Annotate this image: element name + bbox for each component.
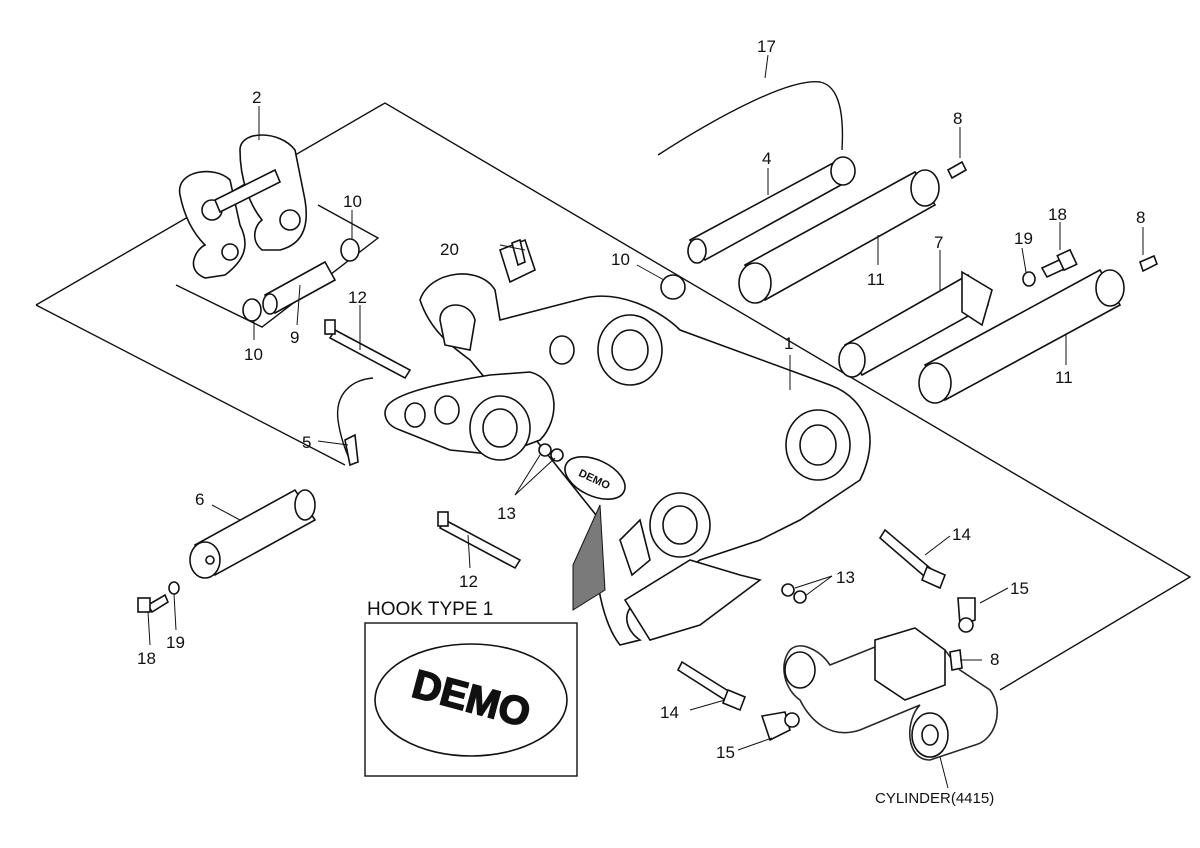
callout-18-right: 18	[1048, 205, 1067, 224]
callout-13-left: 13	[497, 504, 516, 523]
callout-15-upper: 15	[1010, 579, 1029, 598]
callout-4: 4	[762, 149, 771, 168]
part-13-nut-d	[793, 590, 807, 604]
callout-15-lower: 15	[716, 743, 735, 762]
body-logo-plate: DEMO	[564, 456, 626, 500]
leader-lines	[147, 54, 1144, 789]
callout-12-upper: 12	[348, 288, 367, 307]
inset-logo-oval	[374, 643, 568, 757]
part-14-hose-upper	[878, 528, 947, 590]
hook-type-1-inset-title: HOOK TYPE 1	[367, 599, 493, 620]
part-5-pin	[344, 433, 359, 467]
part-11-pin-upper	[738, 169, 940, 304]
part-18-bolt-left	[137, 593, 170, 614]
callout-1: 1	[784, 334, 793, 353]
part-14-hose-lower	[676, 660, 747, 712]
callout-2: 2	[252, 88, 261, 107]
part-8-grease-nipple-cylinder	[949, 649, 963, 671]
part-6-pin	[189, 488, 317, 579]
part-13-nut-a	[538, 443, 552, 457]
callout-12-lower: 12	[459, 572, 478, 591]
callout-8-cylinder: 8	[990, 650, 999, 669]
part-8-grease-nipple-upper	[946, 160, 968, 180]
cylinder-assembly	[783, 627, 999, 761]
part-19-washer-right	[1022, 271, 1036, 287]
callout-10-top: 10	[343, 192, 362, 211]
part-19-washer-left	[168, 581, 180, 595]
callout-19-left: 19	[166, 633, 185, 652]
callout-11-lower: 11	[1055, 368, 1073, 387]
part-1-main-body	[384, 273, 871, 646]
callout-20: 20	[440, 240, 459, 259]
part-17-cable	[657, 81, 844, 156]
part-13-nut-c	[781, 583, 795, 597]
part-15-fitting-upper	[957, 597, 976, 633]
callout-7: 7	[934, 233, 943, 252]
warning-sheet	[572, 504, 606, 611]
callout-14-upper: 14	[952, 525, 971, 544]
part-10-ring-c	[660, 274, 686, 300]
callout-8-right: 8	[1136, 208, 1145, 227]
callout-10-mid: 10	[611, 250, 630, 269]
part-7-pin	[838, 270, 993, 378]
callout-9: 9	[290, 328, 299, 347]
part-2-hook	[178, 134, 307, 279]
part-15-fitting-lower	[760, 711, 800, 742]
callout-6: 6	[195, 490, 204, 509]
part-18-bolt-right	[1040, 248, 1078, 279]
part-12-bolt-lower	[437, 511, 522, 570]
part-10-ring-a	[340, 238, 360, 262]
callout-8-top: 8	[953, 109, 962, 128]
cylinder-label: CYLINDER(4415)	[875, 790, 994, 807]
callout-14-lower: 14	[660, 703, 679, 722]
part-10-ring-b	[242, 298, 262, 322]
assembly-plane-edge	[35, 304, 346, 466]
part-12-bolt-upper	[324, 319, 412, 380]
part-11-pin-lower	[918, 268, 1125, 404]
part-9-sleeve	[262, 260, 337, 315]
callout-13-right: 13	[836, 568, 855, 587]
callout-19-right: 19	[1014, 229, 1033, 248]
part-8-grease-nipple-right	[1139, 254, 1159, 273]
callout-11-upper: 11	[867, 270, 885, 289]
part-5-cable	[336, 377, 374, 461]
hook-type-1-inset-frame	[364, 622, 578, 777]
part-13-nut-b	[550, 448, 564, 462]
callout-17: 17	[757, 37, 776, 56]
part-4-pin	[687, 156, 856, 264]
part-20-latch	[499, 238, 536, 284]
callout-5: 5	[302, 433, 311, 452]
callout-18-left: 18	[137, 649, 156, 668]
callout-10-left: 10	[244, 345, 263, 364]
